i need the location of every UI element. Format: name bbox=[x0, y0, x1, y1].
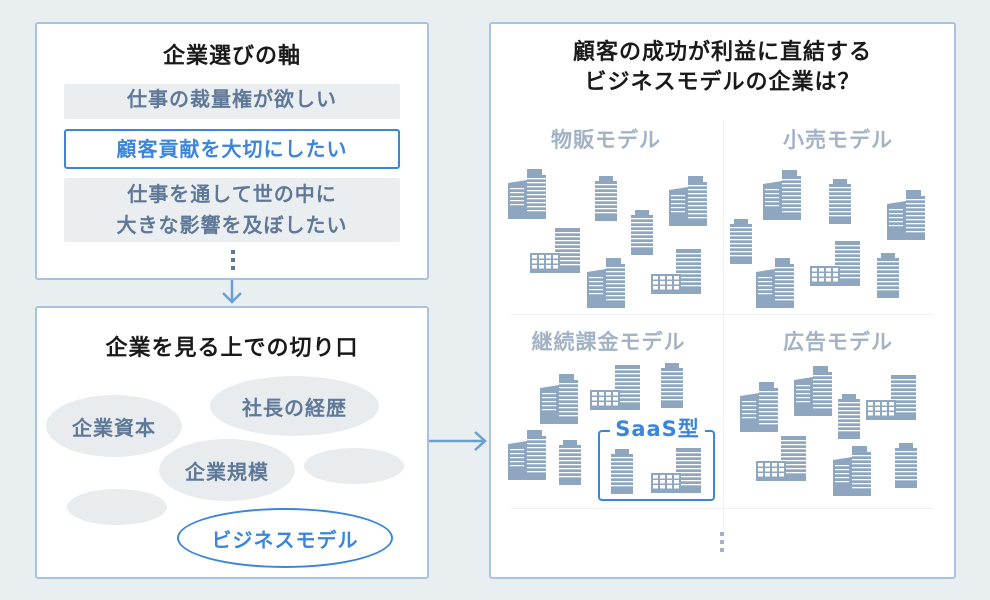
arrow-right-icon bbox=[429, 431, 487, 451]
building-icon bbox=[740, 382, 778, 432]
building-icon bbox=[651, 448, 701, 493]
quadrant-divider-horizontal bbox=[511, 314, 933, 315]
building-icon bbox=[838, 394, 860, 439]
criterion-label-line2: 大きな影響を及ぼしたい bbox=[116, 213, 348, 237]
building-icon bbox=[756, 436, 806, 481]
building-icon bbox=[631, 210, 653, 255]
criterion-label: 顧客貢献を大切にしたい bbox=[116, 137, 348, 161]
building-icon bbox=[508, 169, 546, 219]
building-icon bbox=[595, 176, 617, 221]
building-icon bbox=[530, 228, 580, 273]
building-icon bbox=[866, 375, 916, 420]
building-icon bbox=[559, 440, 581, 485]
criterion-customer-contribution[interactable]: 顧客貢献を大切にしたい bbox=[64, 129, 400, 169]
bubble-label: 企業規模 bbox=[185, 459, 269, 484]
quadrant-divider-vertical bbox=[723, 120, 724, 530]
building-icon bbox=[587, 258, 625, 308]
building-icon bbox=[611, 449, 633, 494]
bubble-blank-2[interactable] bbox=[67, 489, 167, 525]
quadrant-label-advertising: 広告モデル bbox=[783, 330, 893, 354]
bubble-label: 社長の経歴 bbox=[242, 395, 347, 420]
building-icon bbox=[540, 374, 578, 424]
bubble-business-model[interactable]: ビジネスモデル bbox=[177, 508, 393, 568]
building-icon bbox=[730, 219, 752, 264]
criterion-label: 仕事の裁量権が欲しい bbox=[127, 87, 337, 111]
saas-label: SaaS型 bbox=[610, 414, 705, 444]
criterion-social-impact[interactable]: 仕事を通して世の中に 大きな影響を及ぼしたい bbox=[64, 178, 400, 242]
building-icon bbox=[508, 430, 546, 480]
bubble-capital[interactable]: 企業資本 bbox=[46, 395, 182, 457]
quadrant-divider-bottom bbox=[511, 508, 933, 509]
building-icon bbox=[794, 366, 832, 416]
perspective-panel: 企業を見る上での切り口 企業資本 社長の経歴 企業規模 ビジネスモデル bbox=[35, 306, 429, 579]
perspective-title: 企業を見る上での切り口 bbox=[105, 336, 359, 361]
criterion-label-line1: 仕事を通して世の中に bbox=[127, 182, 337, 206]
building-icon bbox=[590, 365, 640, 410]
vertical-ellipsis-icon bbox=[720, 532, 724, 556]
selection-axis-title: 企業選びの軸 bbox=[162, 44, 301, 69]
quadrant-label-merchandise: 物販モデル bbox=[551, 128, 661, 152]
building-icon bbox=[829, 179, 851, 224]
bubble-blank-1[interactable] bbox=[304, 448, 404, 484]
vertical-ellipsis-icon bbox=[231, 250, 235, 274]
bubble-ceo-background[interactable]: 社長の経歴 bbox=[210, 376, 379, 436]
building-icon bbox=[810, 241, 860, 286]
building-icon bbox=[895, 443, 917, 488]
bubble-company-size[interactable]: 企業規模 bbox=[159, 439, 295, 501]
building-icon bbox=[887, 190, 925, 240]
building-icon bbox=[756, 258, 794, 308]
building-icon bbox=[763, 170, 801, 220]
bubble-label: ビジネスモデル bbox=[211, 527, 359, 552]
building-icon bbox=[877, 253, 899, 298]
bubble-label: 企業資本 bbox=[72, 415, 156, 440]
business-model-title: 顧客の成功が利益に直結する ビジネスモデルの企業は？ bbox=[491, 38, 954, 98]
quadrant-label-retail: 小売モデル bbox=[783, 128, 893, 152]
building-icon bbox=[651, 249, 701, 294]
criterion-discretion[interactable]: 仕事の裁量権が欲しい bbox=[64, 84, 400, 119]
selection-axis-panel: 企業選びの軸 仕事の裁量権が欲しい 顧客貢献を大切にしたい 仕事を通して世の中に… bbox=[35, 22, 429, 280]
business-model-title-line1: 顧客の成功が利益に直結する bbox=[572, 40, 872, 65]
business-model-title-line2: ビジネスモデルの企業は？ bbox=[584, 70, 861, 95]
building-icon bbox=[833, 446, 871, 496]
arrow-down-icon bbox=[222, 280, 242, 304]
quadrant-label-subscription: 継続課金モデル bbox=[531, 330, 686, 354]
business-model-panel: 顧客の成功が利益に直結する ビジネスモデルの企業は？ 物販モデル 小売モデル 継… bbox=[489, 22, 956, 579]
building-icon bbox=[661, 363, 683, 408]
building-icon bbox=[669, 176, 707, 226]
